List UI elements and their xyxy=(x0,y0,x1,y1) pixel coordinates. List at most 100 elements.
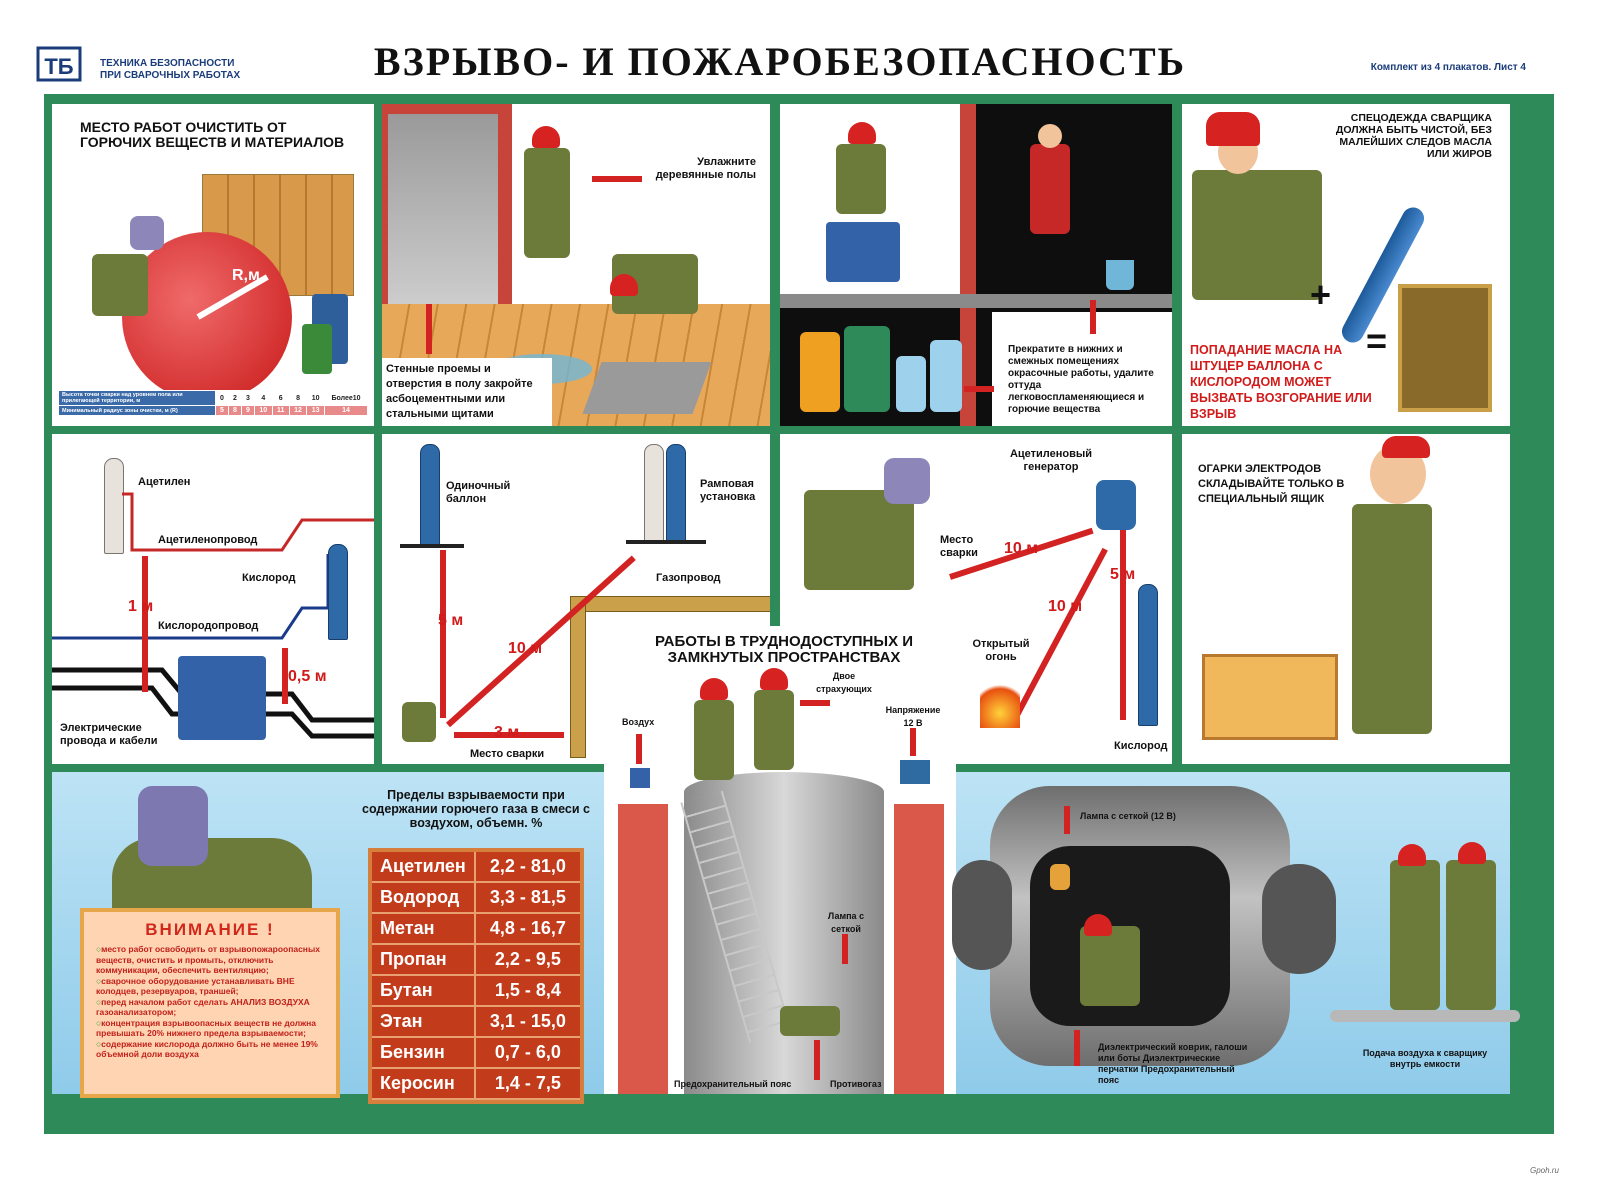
welding-mask xyxy=(884,458,930,504)
poster-title: ВЗРЫВО- И ПОЖАРОБЕЗОПАСНОСТЬ xyxy=(373,39,1187,84)
arrow-air xyxy=(636,734,642,764)
ramp-cylinder-2 xyxy=(666,444,686,542)
bottle-large xyxy=(930,340,962,412)
oxygen-label: Кислород xyxy=(242,572,296,584)
arrow-two-guards xyxy=(800,700,830,706)
radius-cell: 9 xyxy=(240,405,255,416)
gas-range: 3,3 - 81,5 xyxy=(473,883,580,914)
vessel-nozzle-right xyxy=(1262,864,1336,974)
oxygen-cylinder xyxy=(328,544,348,640)
place-label: Место сварки xyxy=(470,748,545,760)
gas-name: Этан xyxy=(372,1007,474,1038)
acetylene-generator xyxy=(1096,480,1136,530)
gas-pipe-label: Газопровод xyxy=(656,572,721,584)
bottle-small xyxy=(896,356,926,412)
height-cell: 3 xyxy=(240,390,255,406)
ground-line xyxy=(400,544,464,548)
radius-cell: 8 xyxy=(227,405,242,416)
series-line-1: ТЕХНИКА БЕЗОПАСНОСТИ xyxy=(100,58,235,69)
warning-item: концентрация взрывоопасных веществ не до… xyxy=(96,1018,328,1039)
arrow-up-caption xyxy=(1090,300,1096,334)
three-meter-label: 3 м xyxy=(494,724,520,741)
gasmask-label: Противогаз xyxy=(830,1079,882,1089)
welding-transformer xyxy=(178,656,266,740)
panel-electrode-box: ОГАРКИ ЭЛЕКТРОДОВ СКЛАДЫВАЙТЕ ТОЛЬКО В С… xyxy=(1182,434,1510,764)
worker-helmet xyxy=(1084,914,1112,936)
gas-range: 2,2 - 9,5 xyxy=(473,945,580,976)
oxygen-cylinder xyxy=(1138,584,1158,726)
height-label: Высота точки сварки над уровнем пола или… xyxy=(58,390,216,406)
mourning-portrait xyxy=(1398,284,1492,412)
open-fire xyxy=(980,678,1020,728)
gas-name: Бутан xyxy=(372,976,474,1007)
gas-pipe-horizontal xyxy=(570,596,770,612)
ten-meter-label: 10 м xyxy=(508,640,543,657)
painter-figure xyxy=(1030,144,1070,234)
gas-name: Керосин xyxy=(372,1069,474,1100)
place-label: Место сварки xyxy=(940,534,978,559)
acetylene-label: Ацетилен xyxy=(138,476,191,488)
tb-logo-icon: ТБ xyxy=(36,46,82,82)
air-label: Воздух xyxy=(622,717,655,727)
acetylene-pipe-label: Ацетиленопровод xyxy=(158,534,258,546)
air-fan xyxy=(630,768,650,788)
oxygen-label: Кислород xyxy=(1114,740,1168,752)
panel-clean-clothes: СПЕЦОДЕЖДА СВАРЩИКА ДОЛЖНА БЫТЬ ЧИСТОЙ, … xyxy=(1182,104,1510,426)
helper-figure-2 xyxy=(1446,860,1496,1010)
welder-helmet xyxy=(1382,436,1430,458)
radius-label: R,м xyxy=(232,267,260,284)
painter-face xyxy=(1038,124,1062,148)
worker-helmet xyxy=(532,126,560,148)
ground-line xyxy=(626,540,706,544)
two-guards-label: Двое страхующих xyxy=(816,671,872,694)
wet-floor-caption: Увлажните деревянные полы xyxy=(655,156,756,181)
height-cell: 6 xyxy=(271,390,290,406)
warning-item: сварочное оборудование устанавливать ВНЕ… xyxy=(96,976,328,997)
dielectric-label: Диэлектрический коврик, галоши или боты … xyxy=(1098,1042,1248,1085)
half-meter-label: 0,5 м xyxy=(288,668,327,685)
half-meter-arrow xyxy=(282,648,288,704)
welder-helmet xyxy=(1206,112,1260,146)
welder-helmet xyxy=(848,122,876,144)
voltage-label: Напряжение 12 В xyxy=(885,705,941,728)
arrow-up-openings xyxy=(426,304,432,354)
welder-figure xyxy=(1352,504,1432,734)
svg-text:ТБ: ТБ xyxy=(44,54,73,79)
gas-range: 1,4 - 7,5 xyxy=(473,1069,580,1100)
one-meter-label: 1 м xyxy=(128,598,154,615)
steel-shield xyxy=(582,362,712,414)
openings-caption: Стенные проемы и отверстия в полу закрой… xyxy=(386,363,533,420)
plus-sign: + xyxy=(1310,274,1332,315)
height-cell: Более10 xyxy=(323,390,369,406)
watermark: Gpoh.ru xyxy=(1530,1166,1559,1175)
ramp-label: Рамповая установка xyxy=(700,478,756,503)
warning-title: ВНИМАНИЕ ! xyxy=(145,920,275,939)
confined-title: РАБОТЫ В ТРУДНОДОСТУПНЫХ И ЗАМКНУТЫХ ПРО… xyxy=(654,633,914,666)
wall-opening xyxy=(388,114,498,314)
canister-green xyxy=(844,326,890,412)
ten-meter-label-1: 10 м xyxy=(1004,540,1039,557)
warning-item: перед началом работ сделать АНАЛИЗ ВОЗДУ… xyxy=(96,997,328,1018)
worker-watering-figure xyxy=(524,148,570,258)
panel-pipelines: Ацетилен Ацетиленопровод Кислород Кислор… xyxy=(52,434,374,764)
gas-range: 4,8 - 16,7 xyxy=(473,914,580,945)
single-cylinder-label: Одиночный баллон xyxy=(446,480,511,505)
height-cell: 10 xyxy=(306,390,325,406)
height-cell: 8 xyxy=(288,390,308,406)
air-supply-label: Подача воздуха к сварщику внутрь емкости xyxy=(1362,1048,1488,1069)
five-meter-arrow xyxy=(440,550,446,718)
lamp-with-grid xyxy=(1050,864,1070,890)
welder-figure xyxy=(804,490,914,590)
series-line-2: ПРИ СВАРОЧНЫХ РАБОТАХ xyxy=(100,70,241,81)
gas-name: Бензин xyxy=(372,1038,474,1069)
five-meter-label: 5 м xyxy=(1110,566,1136,583)
welding-transformer xyxy=(826,222,900,282)
lamp-label: Лампа с сеткой xyxy=(827,911,865,934)
gas-name: Пропан xyxy=(372,945,474,976)
electrode-caption: ОГАРКИ ЭЛЕКТРОДОВ СКЛАДЫВАЙТЕ ТОЛЬКО В С… xyxy=(1198,463,1345,505)
